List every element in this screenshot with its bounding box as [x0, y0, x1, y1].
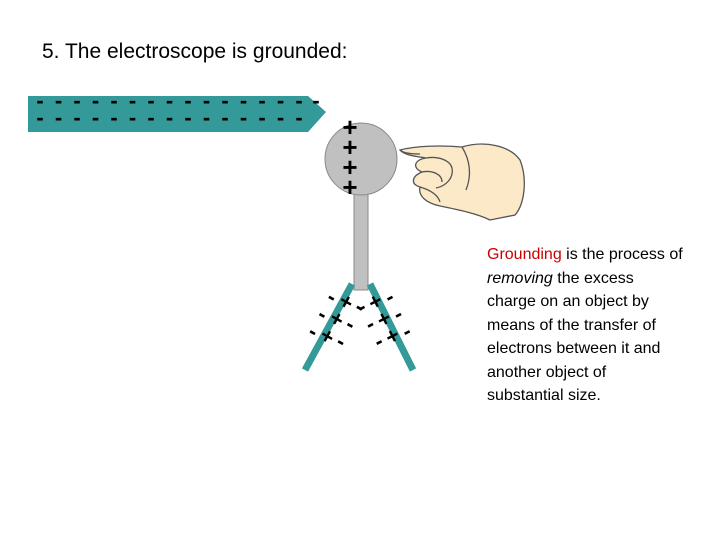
- rod-negative-charge: -: [277, 88, 284, 113]
- rod-negative-charge: -: [166, 105, 173, 130]
- grounding-definition: Grounding is the process of removing the…: [487, 243, 687, 408]
- rod-negative-charge: -: [221, 88, 228, 113]
- rod-negative-charge: -: [240, 105, 247, 130]
- rod-negative-charge: -: [147, 88, 154, 113]
- rod-negative-charge: -: [240, 88, 247, 113]
- definition-text-part1: is the process of: [561, 246, 683, 263]
- rod-negative-charge: -: [92, 105, 99, 130]
- rod-negative-charge: -: [129, 105, 136, 130]
- bulb-positive-charge: +: [342, 152, 357, 182]
- rod-negative-charge: -: [73, 105, 80, 130]
- rod-negative-charge: -: [312, 88, 319, 113]
- rod-body: [28, 96, 326, 132]
- rod-negative-charge: -: [129, 88, 136, 113]
- leaf-charges: +--+--+--+--+--+--: [304, 284, 415, 354]
- rod-negative-charge: -: [166, 88, 173, 113]
- rod-negative-charge: -: [55, 105, 62, 130]
- left-leaf: [301, 282, 356, 372]
- rod-negative-charge: -: [258, 88, 265, 113]
- rod-negative-charge: -: [221, 105, 228, 130]
- rod-negative-charge: -: [295, 105, 302, 130]
- rod-negative-charge: -: [203, 105, 210, 130]
- bulb-charges: ++++: [342, 112, 357, 202]
- rod-negative-charge: -: [73, 88, 80, 113]
- slide-title: 5. The electroscope is grounded:: [42, 40, 348, 63]
- definition-term: Grounding: [487, 246, 562, 263]
- rod-negative-charge: -: [295, 88, 302, 113]
- rod-negative-charge: -: [92, 88, 99, 113]
- pointing-hand-icon: [398, 143, 525, 221]
- rod-negative-charge: -: [110, 88, 117, 113]
- bulb-positive-charge: +: [342, 172, 357, 202]
- electroscope: ++++ +--+--+--+--+--+--: [301, 112, 417, 372]
- right-leaf: [366, 282, 417, 372]
- rod-negative-charge: -: [55, 88, 62, 113]
- charged-rod: -------------------------------: [28, 88, 326, 132]
- rod-negative-charge: -: [110, 105, 117, 130]
- rod-negative-charge: -: [36, 88, 43, 113]
- rod-negative-charge: -: [184, 105, 191, 130]
- bulb-positive-charge: +: [342, 132, 357, 162]
- bulb-positive-charge: +: [342, 112, 357, 142]
- electroscope-bulb: [324, 122, 398, 196]
- rod-negative-charge: -: [36, 105, 43, 130]
- definition-emphasis: removing: [487, 269, 553, 287]
- rod-negative-charge: -: [258, 105, 265, 130]
- rod-negative-charge: -: [147, 105, 154, 130]
- definition-text-part2: the excess charge on an object by means …: [487, 269, 661, 405]
- rod-charges: -------------------------------: [36, 88, 319, 130]
- rod-negative-charge: -: [203, 88, 210, 113]
- rod-negative-charge: -: [277, 105, 284, 130]
- rod-negative-charge: -: [184, 88, 191, 113]
